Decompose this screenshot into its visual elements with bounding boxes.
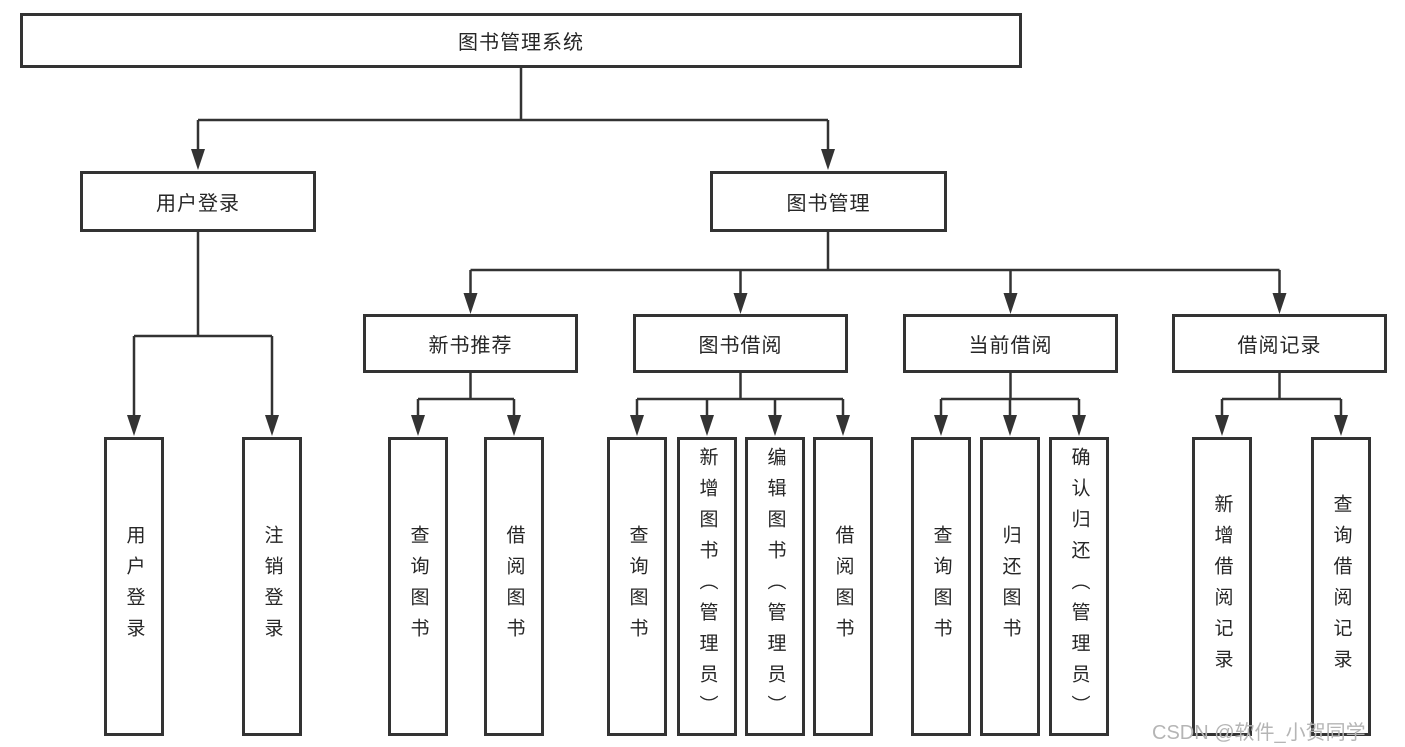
leaf-query-borrow-record: 查询借阅记录 — [1311, 437, 1371, 736]
node-borrow-records: 借阅记录 — [1172, 314, 1387, 373]
leaf-user-login: 用户登录 — [104, 437, 164, 736]
arrowheads — [127, 149, 1348, 436]
leaf-return-books: 归还图书 — [980, 437, 1040, 736]
leaf-borrow-books: 借阅图书 — [813, 437, 873, 736]
leaf-edit-books-admin: 编辑图书（管理员） — [745, 437, 805, 736]
leaf-query-books-borrow: 查询图书 — [607, 437, 667, 736]
leaf-confirm-return-admin: 确认归还（管理员） — [1049, 437, 1109, 736]
leaf-query-books-current: 查询图书 — [911, 437, 971, 736]
node-book-borrow: 图书借阅 — [633, 314, 848, 373]
node-new-book-recommend: 新书推荐 — [363, 314, 578, 373]
leaf-add-borrow-record: 新增借阅记录 — [1192, 437, 1252, 736]
node-book-management: 图书管理 — [710, 171, 947, 232]
leaf-borrow-books-recommend: 借阅图书 — [484, 437, 544, 736]
leaf-query-books-recommend: 查询图书 — [388, 437, 448, 736]
leaf-add-books-admin: 新增图书（管理员） — [677, 437, 737, 736]
node-current-borrow: 当前借阅 — [903, 314, 1118, 373]
leaf-logout: 注销登录 — [242, 437, 302, 736]
node-root-library-system: 图书管理系统 — [20, 13, 1022, 68]
csdn-watermark: CSDN @软件_小贺同学 — [1152, 722, 1366, 744]
node-user-login: 用户登录 — [80, 171, 316, 232]
